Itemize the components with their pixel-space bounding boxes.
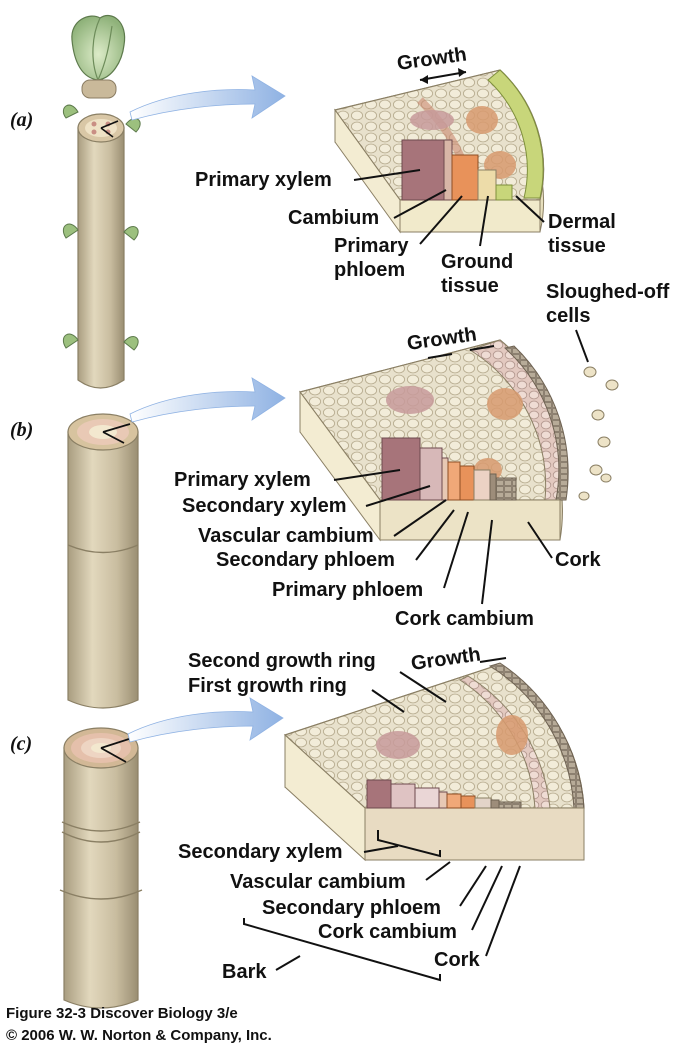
growth-label-a: Growth: [396, 43, 468, 75]
label-c-first-ring: First growth ring: [188, 675, 347, 697]
label-a-ground-1: Ground: [441, 251, 513, 273]
zoom-arrow-c: [127, 697, 284, 743]
stem-a-cross-section: [85, 119, 119, 138]
ground-tissue-band-a: [477, 169, 497, 201]
label-a-dermal-1: Dermal: [548, 211, 616, 233]
label-sloughed-1: Sloughed-off: [546, 281, 670, 303]
panel-letter-c: (c): [10, 733, 32, 755]
caption-line-1: Figure 32-3 Discover Biology 3/e: [6, 1005, 238, 1022]
wedge-b: [298, 339, 569, 542]
lateral-buds: [62, 104, 141, 351]
bracket-bark: [243, 918, 441, 982]
panel-letter-a: (a): [10, 109, 33, 131]
label-b-secondary-xylem: Secondary xylem: [182, 495, 347, 517]
zoom-arrow-a: [129, 75, 286, 121]
label-a-primary-phloem-2: phloem: [334, 259, 405, 281]
label-c-cork: Cork: [434, 949, 480, 971]
stem-a: [62, 15, 141, 389]
label-b-primary-xylem: Primary xylem: [174, 469, 311, 491]
label-a-primary-phloem-1: Primary: [334, 235, 409, 257]
label-a-primary-xylem: Primary xylem: [195, 169, 332, 191]
stem-b: [67, 413, 139, 709]
label-b-cork: Cork: [555, 549, 601, 571]
label-b-primary-phloem: Primary phloem: [272, 579, 423, 601]
stem-b-cross-section: [77, 419, 131, 445]
primary-xylem-band-a: [401, 139, 445, 201]
caption-line-2: © 2006 W. W. Norton & Company, Inc.: [6, 1027, 272, 1044]
label-a-ground-2: tissue: [441, 275, 499, 297]
growth-indicator-a: Growth: [396, 43, 468, 84]
growth-label-c: Growth: [410, 643, 482, 675]
wedge-a: [333, 69, 545, 234]
label-sloughed-2: cells: [546, 305, 590, 327]
panel-letter-b: (b): [10, 419, 33, 441]
bracket-secondary-xylem: [377, 830, 441, 858]
label-c-secondary-phloem: Secondary phloem: [262, 897, 441, 919]
label-a-dermal-2: tissue: [548, 235, 606, 257]
label-c-bark: Bark: [222, 961, 267, 983]
label-c-second-ring: Second growth ring: [188, 650, 376, 672]
wedge-c: [283, 662, 585, 862]
zoom-arrow-b: [129, 377, 286, 423]
stem-c: [59, 727, 143, 1009]
primary-phloem-band-a: [451, 154, 479, 201]
label-b-vascular-cambium: Vascular cambium: [198, 525, 374, 547]
stem-c-cross-section: [71, 733, 133, 763]
sloughed-off-cells: [578, 366, 619, 501]
label-a-cambium: Cambium: [288, 207, 379, 229]
label-c-secondary-xylem: Secondary xylem: [178, 841, 343, 863]
label-c-vascular-cambium: Vascular cambium: [230, 871, 406, 893]
label-c-cork-cambium: Cork cambium: [318, 921, 457, 943]
terminal-bud: [71, 15, 126, 99]
label-b-secondary-phloem: Secondary phloem: [216, 549, 395, 571]
label-b-cork-cambium: Cork cambium: [395, 608, 534, 630]
dermal-band-a: [495, 184, 513, 201]
